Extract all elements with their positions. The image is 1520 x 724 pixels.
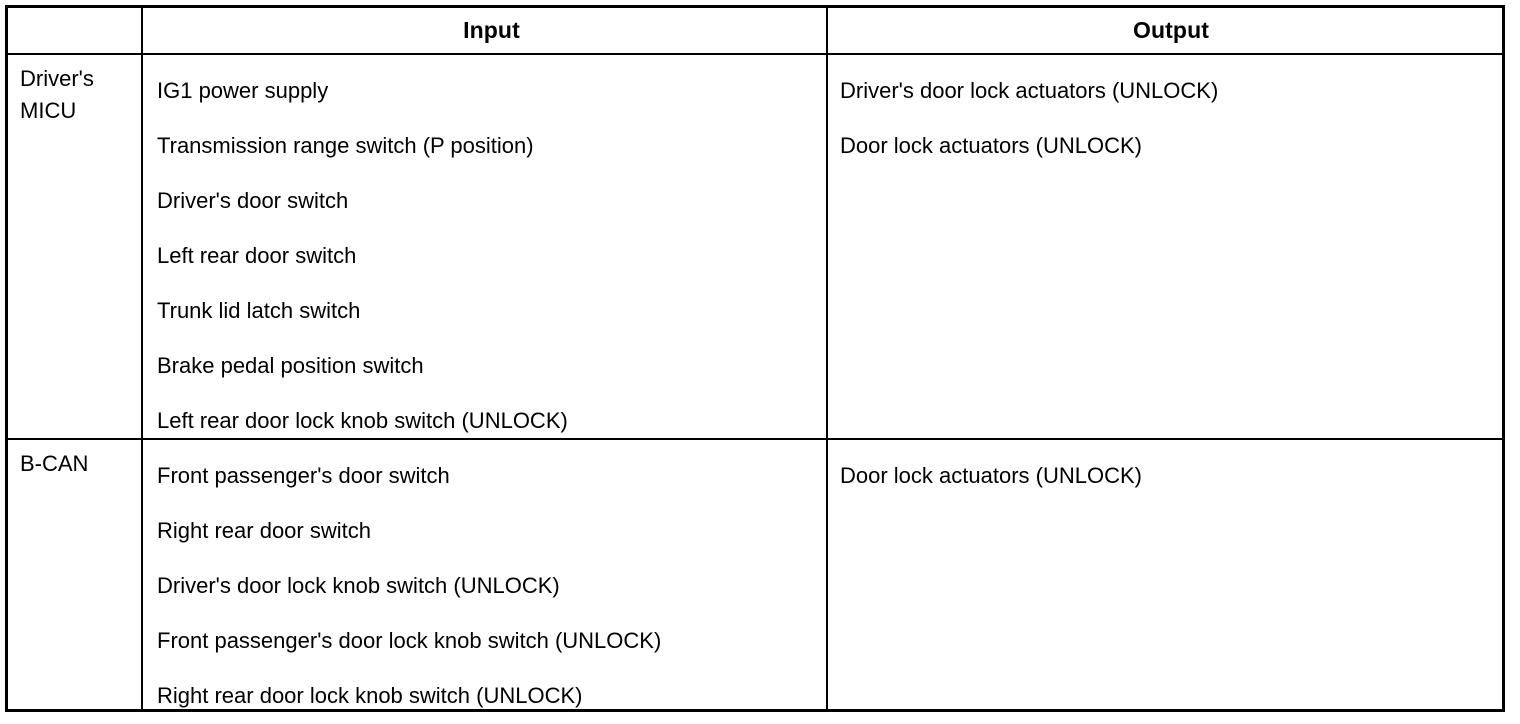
input-cell-b-can: Front passenger's door switch Right rear… <box>143 440 828 709</box>
input-list: IG1 power supply Transmission range swit… <box>157 63 826 448</box>
header-cell-label <box>8 8 143 53</box>
list-item: Driver's door switch <box>157 188 349 213</box>
list-item: Trunk lid latch switch <box>157 298 361 323</box>
output-list: Door lock actuators (UNLOCK) <box>840 448 1502 503</box>
table-row-drivers-micu: Driver's MICU IG1 power supply Transmiss… <box>8 55 1502 440</box>
output-cell-drivers-micu: Driver's door lock actuators (UNLOCK) Do… <box>828 55 1502 438</box>
row-label-lines: B-CAN <box>20 448 141 480</box>
list-item: Door lock actuators (UNLOCK) <box>840 463 1142 488</box>
header-output-text: Output <box>1133 17 1209 43</box>
output-cell-b-can: Door lock actuators (UNLOCK) <box>828 440 1502 709</box>
list-item: Brake pedal position switch <box>157 353 424 378</box>
list-item: Right rear door switch <box>157 518 371 543</box>
list-item: IG1 power supply <box>157 78 329 103</box>
input-output-table: Input Output Driver's MICU IG1 power sup… <box>5 5 1505 712</box>
header-cell-output: Output <box>828 8 1502 53</box>
row-label-cell-b-can: B-CAN <box>8 440 143 709</box>
table-row-b-can: B-CAN Front passenger's door switch Righ… <box>8 440 1502 709</box>
row-label-line: Driver's <box>20 66 94 91</box>
header-input-text: Input <box>463 17 520 43</box>
list-item: Driver's door lock knob switch (UNLOCK) <box>157 573 560 598</box>
input-cell-drivers-micu: IG1 power supply Transmission range swit… <box>143 55 828 438</box>
list-item: Front passenger's door lock knob switch … <box>157 628 662 653</box>
list-item: Right rear door lock knob switch (UNLOCK… <box>157 683 583 708</box>
list-item: Driver's door lock actuators (UNLOCK) <box>840 78 1219 103</box>
row-label-line: MICU <box>20 98 77 123</box>
list-item: Left rear door lock knob switch (UNLOCK) <box>157 408 568 433</box>
list-item: Transmission range switch (P position) <box>157 133 534 158</box>
row-label-line: B-CAN <box>20 451 89 476</box>
input-list: Front passenger's door switch Right rear… <box>157 448 826 723</box>
list-item: Left rear door switch <box>157 243 357 268</box>
list-item: Door lock actuators (UNLOCK) <box>840 133 1142 158</box>
list-item: Front passenger's door switch <box>157 463 450 488</box>
table-header-row: Input Output <box>8 8 1502 55</box>
row-label-lines: Driver's MICU <box>20 63 141 127</box>
header-cell-input: Input <box>143 8 828 53</box>
output-list: Driver's door lock actuators (UNLOCK) Do… <box>840 63 1502 173</box>
row-label-cell-drivers-micu: Driver's MICU <box>8 55 143 438</box>
